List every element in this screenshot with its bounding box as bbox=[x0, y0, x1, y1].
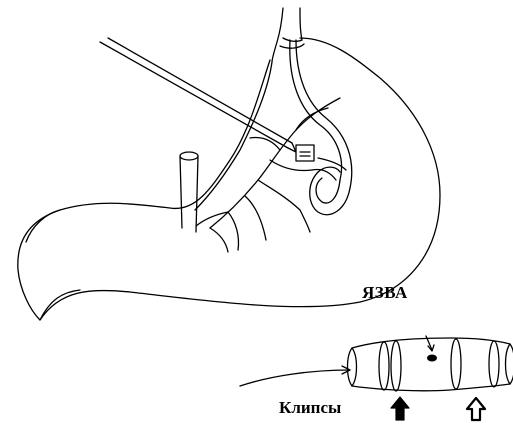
vessel-branch-6 bbox=[210, 228, 228, 252]
inset-right-end bbox=[506, 344, 511, 384]
ulcer-mark-icon bbox=[427, 355, 437, 362]
clip-ring-icon bbox=[451, 339, 461, 389]
clip-ring-icon bbox=[391, 341, 401, 391]
endoscope-tube-right bbox=[296, 40, 352, 188]
vessel-branch-5 bbox=[228, 212, 239, 250]
esophagus-right bbox=[300, 8, 302, 40]
aorta-top bbox=[180, 152, 198, 160]
vessel-branch-3 bbox=[258, 180, 300, 210]
vessel-clip-box bbox=[296, 145, 314, 161]
aorta-right bbox=[196, 156, 198, 232]
ulcer-label: ЯЗВА bbox=[362, 283, 408, 303]
endoscope-tip-inner bbox=[316, 178, 340, 203]
clip-ring-icon bbox=[379, 342, 389, 390]
pylorus-upper bbox=[26, 210, 60, 242]
stomach-outline bbox=[18, 38, 440, 320]
vessel-branch-10 bbox=[300, 210, 310, 232]
clips-label: Клипсы bbox=[279, 398, 341, 418]
vessel-branch-4 bbox=[245, 196, 266, 240]
lesser-curvature bbox=[195, 62, 272, 210]
needle-upper bbox=[100, 42, 288, 148]
up-arrow-icon bbox=[391, 397, 409, 420]
esophagus-collar bbox=[283, 38, 302, 41]
vessel-clip-mark bbox=[300, 152, 310, 156]
esophagus-left bbox=[272, 8, 283, 62]
up-arrow-outline-icon bbox=[467, 398, 485, 420]
esophagus-collar-2 bbox=[280, 44, 304, 48]
inset-left-end bbox=[348, 348, 353, 386]
vessel-branch-11 bbox=[196, 212, 228, 226]
inset-leader-line bbox=[240, 370, 350, 386]
needle-tip bbox=[288, 143, 296, 152]
vessel-branch-8 bbox=[250, 138, 280, 151]
clip-ring-icon bbox=[489, 341, 499, 387]
aorta-left bbox=[180, 156, 182, 228]
inset-vessel-bottom bbox=[352, 384, 510, 391]
needle-lower bbox=[108, 38, 292, 143]
inset-left-end-back bbox=[352, 348, 357, 386]
